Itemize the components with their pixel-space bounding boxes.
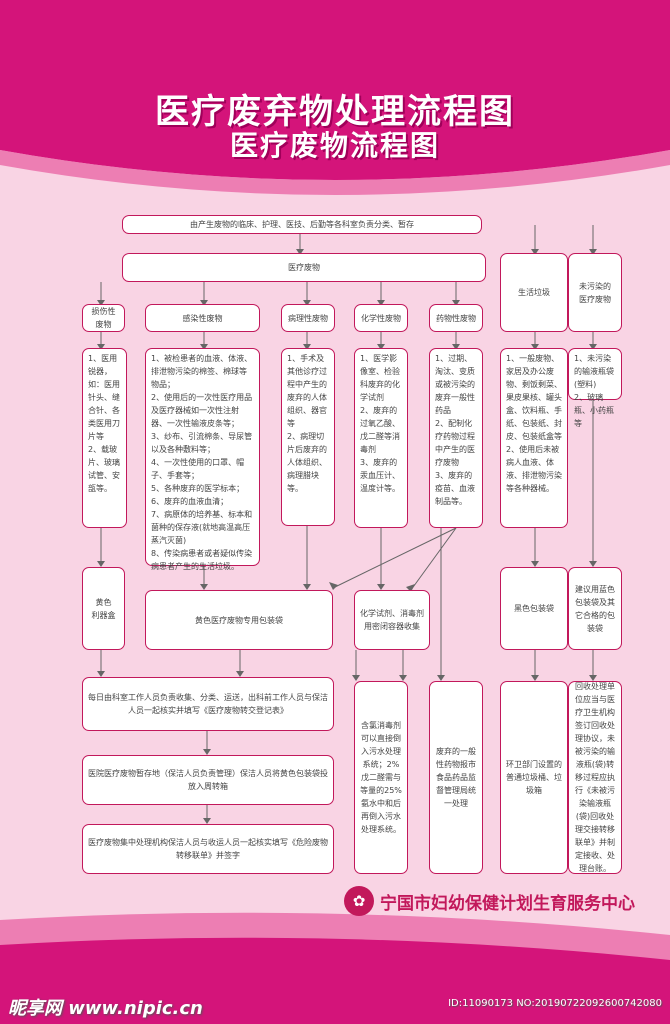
- node-uncontaminated-waste: 未污染的 医疗废物: [568, 253, 622, 332]
- organization-name: 宁国市妇幼保健计划生育服务中心: [380, 893, 635, 914]
- footer-band: [0, 937, 670, 1024]
- poster-subtitle: 医疗废物流程图: [229, 129, 440, 162]
- organization: ✿ 宁国市妇幼保健计划生育服务中心: [344, 884, 635, 918]
- watermark-bar: 昵享网 www.nipic.cn ID:11090173 NO:20190722…: [0, 988, 670, 1024]
- desc-uncontaminated: 1、未污染的输液瓶袋(塑料) 2、玻璃瓶、小药瓶等: [568, 348, 622, 428]
- header-band: [0, 0, 670, 180]
- flow-arrowheads: [97, 249, 597, 824]
- poster-title: 医疗废弃物处理流程图: [155, 92, 515, 132]
- desc-pathological: 1、手术及其他诊疗过程中产生的废弃的人体组织、器官等 2、病理切片后废弃的人体组…: [281, 348, 335, 526]
- node-yellow-bag: 黄色医疗废物专用包装袋: [145, 590, 333, 650]
- node-blue-bag: 建议用蓝色包装袋及其它合格的包装袋: [568, 567, 622, 650]
- node-daily-collection: 每日由科室工作人员负责收集、分类、运送，出科前工作人员与保洁人员一起核实并填写《…: [82, 677, 334, 731]
- node-black-bag: 黑色包装袋: [500, 567, 568, 650]
- watermark-id: ID:11090173 NO:20190722092600742080: [448, 998, 662, 1009]
- node-chemical-waste: 化学性废物: [354, 304, 408, 332]
- node-pharma-disposal: 废弃的一般性药物报市食品药品监督管理局统一处理: [429, 681, 483, 874]
- desc-living-waste: 1、一般废物、家居及办公废物、剩饭剩菜、果皮果核、罐头盒、饮料瓶、手纸、包装纸、…: [500, 348, 568, 528]
- node-sharps-box: 黄色 利器盒: [82, 567, 125, 650]
- organization-logo-icon: ✿: [344, 886, 374, 916]
- node-classification-source: 由产生废物的临床、护理、医技、后勤等各科室负责分类、暂存: [122, 215, 482, 234]
- desc-injurious: 1、医用锐器，如：医用针头、缝合针、各类医用刀片等 2、载玻片、玻璃试管、安瓿等…: [82, 348, 127, 528]
- desc-infectious: 1、被检患者的血液、体液、排泄物污染的棉签、棉球等物品； 2、使用后的一次性医疗…: [145, 348, 260, 571]
- node-chlorine-disposal: 含氯消毒剂可以直接倒入污水处理系统；2%戊二醛需与等量的25%氨水中和后再倒入污…: [354, 681, 408, 874]
- node-final-handover: 医疗废物集中处理机构保洁人员与收运人员一起核实填写《危险废物转移联单》并签字: [82, 824, 334, 874]
- node-recycling-agreement: 回收处理单位应当与医疗卫生机构签订回收处理协议，未被污染的输液瓶(袋)转移过程应…: [568, 681, 622, 874]
- watermark-site: 昵享网 www.nipic.cn: [8, 998, 203, 1019]
- node-chemical-container: 化学试剂、消毒剂用密闭容器收集: [354, 590, 430, 650]
- desc-pharmaceutical: 1、过期、淘汰、变质或被污染的废弃一般性药品 2、配制化疗药物过程中产生的医疗废…: [429, 348, 483, 528]
- node-sanitation-bins: 环卫部门设置的普通垃圾桶、垃圾箱: [500, 681, 568, 874]
- node-infectious-waste: 感染性废物: [145, 304, 260, 332]
- node-temporary-storage: 医院医疗废物暂存地（保洁人员负责管理）保洁人员将黄色包装袋投放入周转箱: [82, 755, 334, 805]
- node-pathological-waste: 病理性废物: [281, 304, 335, 332]
- node-medical-waste: 医疗废物: [122, 253, 486, 282]
- node-pharmaceutical-waste: 药物性废物: [429, 304, 483, 332]
- desc-chemical: 1、医学影像室、检验科废弃的化学试剂 2、废弃的过氧乙酸、戊二醛等消毒剂 3、废…: [354, 348, 408, 528]
- node-living-waste: 生活垃圾: [500, 253, 568, 332]
- node-injurious-waste: 损伤性 废物: [82, 304, 125, 332]
